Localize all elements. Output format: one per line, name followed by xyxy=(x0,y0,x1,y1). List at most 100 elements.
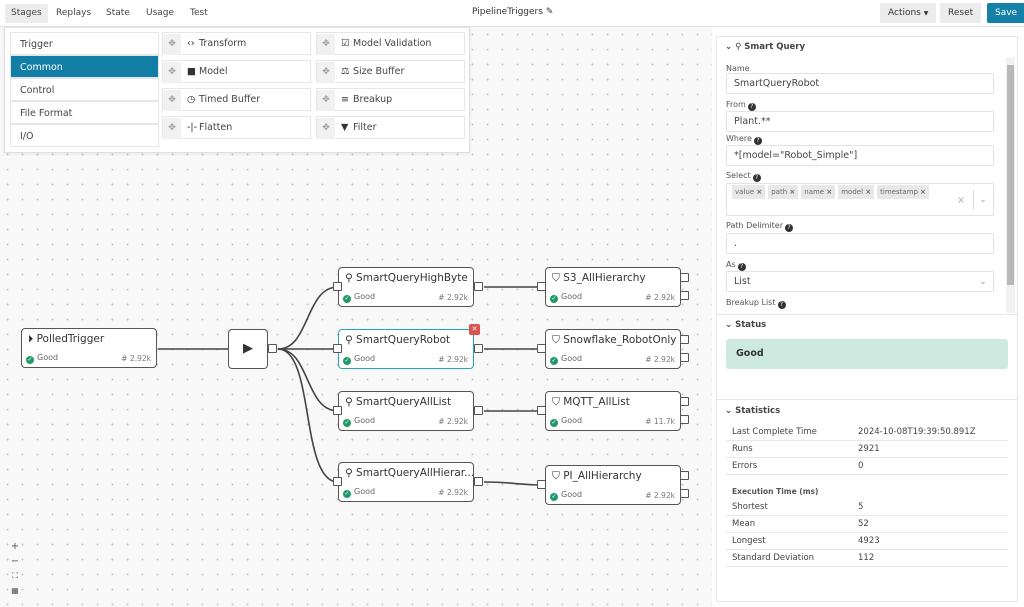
output-port[interactable] xyxy=(474,477,483,486)
input-port[interactable] xyxy=(537,406,546,415)
node-s3-allhierarchy[interactable]: ⛉ S3_AllHierarchy ✓Good # 2.92k xyxy=(545,267,681,307)
category-control[interactable]: Control xyxy=(10,78,159,101)
zoom-in-icon[interactable]: + xyxy=(10,541,20,552)
where-input[interactable]: *[model="Robot_Simple"] xyxy=(726,145,994,166)
input-port[interactable] xyxy=(333,477,342,486)
name-input[interactable]: SmartQueryRobot xyxy=(726,73,994,94)
stat-key: Errors xyxy=(732,461,758,471)
stage-transform[interactable]: ✥‹›Transform xyxy=(162,32,311,55)
statistics-header[interactable]: ⌄ Statistics xyxy=(725,406,780,416)
path-delimiter-input[interactable]: . xyxy=(726,233,994,254)
input-port[interactable] xyxy=(537,480,546,489)
zoom-out-icon[interactable]: − xyxy=(10,556,20,567)
wand-icon: ⚲ xyxy=(345,272,353,284)
input-port[interactable] xyxy=(333,282,342,291)
output-port[interactable] xyxy=(680,273,689,282)
output-port[interactable] xyxy=(680,397,689,406)
stage-size-buffer[interactable]: ✥⚖Size Buffer xyxy=(316,60,465,83)
delete-node-icon[interactable]: ✕ xyxy=(469,324,480,335)
stage-label: Flatten xyxy=(199,122,233,133)
drag-handle-icon[interactable]: ✥ xyxy=(317,118,335,139)
stage-model[interactable]: ✥■Model xyxy=(162,60,311,83)
tab-test[interactable]: Test xyxy=(190,8,208,18)
remove-chip-icon[interactable]: × xyxy=(756,188,763,196)
help-icon[interactable]: ? xyxy=(737,263,746,271)
select-multiselect[interactable]: value ×path ×name ×model ×timestamp × × … xyxy=(726,183,994,216)
output-port[interactable] xyxy=(474,282,483,291)
tab-usage[interactable]: Usage xyxy=(146,8,175,18)
drag-handle-icon[interactable]: ✥ xyxy=(163,34,181,55)
output-port[interactable] xyxy=(680,471,689,480)
category-trigger[interactable]: Trigger xyxy=(10,32,159,55)
output-port[interactable] xyxy=(474,344,483,353)
help-icon[interactable]: ? xyxy=(785,224,794,232)
check-icon: ✓ xyxy=(343,490,351,498)
help-icon[interactable]: ? xyxy=(747,103,756,111)
clear-icon[interactable]: × xyxy=(957,195,965,206)
node-snowflake-robotonly[interactable]: ⛉ Snowflake_RobotOnly ✓Good # 2.92k xyxy=(545,329,681,369)
input-port[interactable] xyxy=(333,344,342,353)
remove-chip-icon[interactable]: × xyxy=(826,188,833,196)
input-port[interactable] xyxy=(537,344,546,353)
remove-chip-icon[interactable]: × xyxy=(789,188,796,196)
chevron-down-icon[interactable]: ⌄ xyxy=(979,194,987,205)
section-title: Status xyxy=(735,320,767,330)
drag-handle-icon[interactable]: ✥ xyxy=(163,62,181,83)
status-header[interactable]: ⌄ Status xyxy=(725,320,766,330)
grid-icon[interactable]: ▦ xyxy=(11,586,19,595)
output-port[interactable] xyxy=(680,489,689,498)
remove-chip-icon[interactable]: × xyxy=(920,188,927,196)
edit-icon[interactable]: ✎ xyxy=(545,7,554,17)
node-smartquery-highbyte[interactable]: ⚲ SmartQueryHighByte ✓Good # 2.92k xyxy=(338,267,474,307)
stage-flatten[interactable]: ✥‐|‐Flatten xyxy=(162,116,311,139)
stage-model-validation[interactable]: ✥☑Model Validation xyxy=(316,32,465,55)
output-port[interactable] xyxy=(268,344,277,353)
category-common[interactable]: Common xyxy=(10,55,159,78)
smart-query-header[interactable]: ⌄ ⚲ Smart Query xyxy=(725,42,805,52)
stage-filter[interactable]: ✥▼Filter xyxy=(316,116,465,139)
category-io[interactable]: I/O xyxy=(10,124,159,147)
node-pi-allhierarchy[interactable]: ⛉ PI_AllHierarchy ✓Good # 2.92k xyxy=(545,465,681,505)
stage-timed-buffer[interactable]: ✥◷Timed Buffer xyxy=(162,88,311,111)
node-play-trigger[interactable]: ▶ xyxy=(228,329,268,369)
separator xyxy=(973,190,974,210)
help-icon[interactable]: ? xyxy=(753,137,762,145)
drag-handle-icon[interactable]: ✥ xyxy=(317,90,335,111)
tab-stages[interactable]: Stages xyxy=(5,4,48,23)
drag-handle-icon[interactable]: ✥ xyxy=(163,90,181,111)
reset-button[interactable]: Reset xyxy=(940,3,982,23)
as-select[interactable]: List⌄ xyxy=(726,271,994,292)
drag-handle-icon[interactable]: ✥ xyxy=(317,62,335,83)
output-port[interactable] xyxy=(474,406,483,415)
fit-view-icon[interactable]: ⛶ xyxy=(12,571,18,580)
scrollbar-thumb[interactable] xyxy=(1007,65,1014,285)
scrollbar[interactable] xyxy=(1006,57,1015,313)
from-input[interactable]: Plant.** xyxy=(726,111,994,132)
output-port[interactable] xyxy=(680,291,689,300)
node-smartquery-robot[interactable]: ⚲ SmartQueryRobot ✓Good # 2.92k xyxy=(338,329,474,369)
output-port[interactable] xyxy=(680,415,689,424)
category-file-format[interactable]: File Format xyxy=(10,101,159,124)
stage-breakup[interactable]: ✥≡Breakup xyxy=(316,88,465,111)
actions-button[interactable]: Actions ▼ xyxy=(880,3,937,23)
input-port[interactable] xyxy=(333,406,342,415)
node-smartquery-alllist[interactable]: ⚲ SmartQueryAllList ✓Good # 2.92k xyxy=(338,391,474,431)
tab-state[interactable]: State xyxy=(106,8,130,18)
node-smartquery-allhierarchy[interactable]: ⚲ SmartQueryAllHierar... ✓Good # 2.92k xyxy=(338,462,474,502)
tab-replays[interactable]: Replays xyxy=(56,8,92,18)
drag-handle-icon[interactable]: ✥ xyxy=(317,34,335,55)
chip-path: path × xyxy=(768,185,799,199)
remove-chip-icon[interactable]: × xyxy=(865,188,872,196)
output-port[interactable] xyxy=(680,353,689,362)
node-polled-trigger[interactable]: ⏵ PolledTrigger ✓Good # 2.92k xyxy=(21,328,157,368)
check-icon: ✓ xyxy=(550,493,558,501)
node-name: MQTT_AllList xyxy=(563,396,630,408)
drag-handle-icon[interactable]: ✥ xyxy=(163,118,181,139)
node-mqtt-alllist[interactable]: ⛉ MQTT_AllList ✓Good # 11.7k xyxy=(545,391,681,431)
save-button[interactable]: Save xyxy=(987,3,1024,23)
output-port[interactable] xyxy=(680,335,689,344)
input-port[interactable] xyxy=(537,282,546,291)
help-icon[interactable]: ? xyxy=(752,174,761,182)
node-name: SmartQueryHighByte xyxy=(356,272,468,284)
help-icon[interactable]: ? xyxy=(777,301,786,309)
